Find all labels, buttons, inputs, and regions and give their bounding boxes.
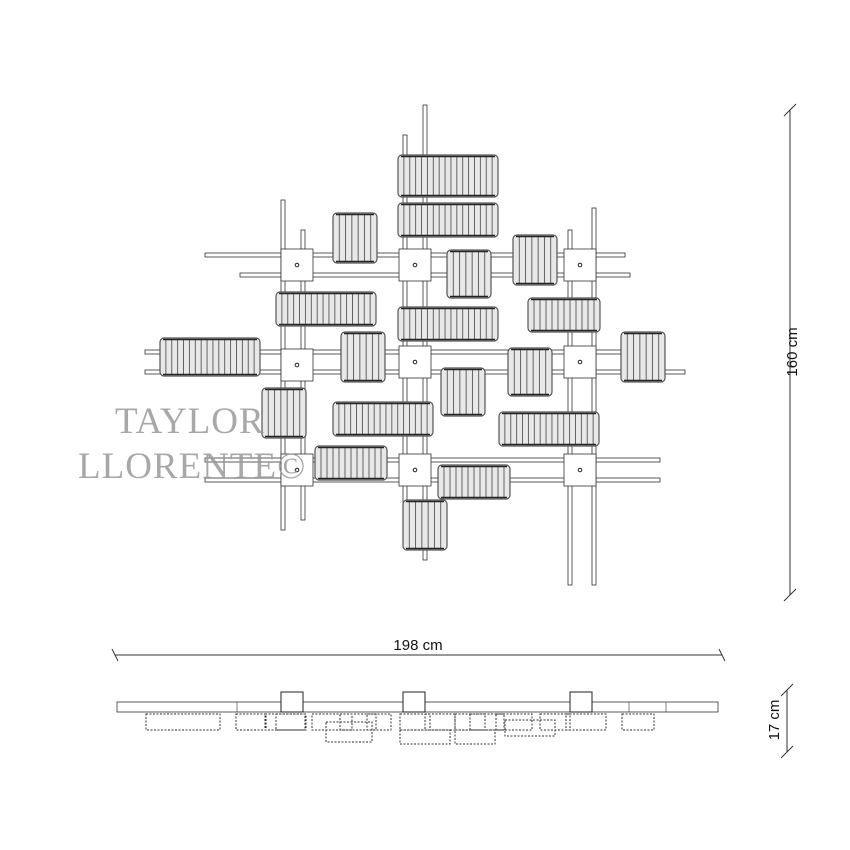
height-dimension-line	[783, 103, 797, 602]
vertical-bar	[567, 229, 573, 586]
hub-boxes	[280, 248, 597, 487]
crystal-module	[440, 367, 486, 417]
crystal-module-side	[539, 713, 571, 731]
watermark-line-1: TAYLOR	[115, 401, 265, 442]
hub-screw-icon	[294, 467, 300, 473]
hub-box	[563, 345, 597, 379]
crystal-module	[314, 445, 388, 481]
crystal-module-side	[469, 713, 505, 731]
horizontal-bar	[204, 477, 661, 483]
height-label: 160 cm	[784, 327, 801, 376]
vertical-bar	[591, 207, 597, 586]
hub-box	[280, 248, 314, 282]
crystal-module	[507, 347, 553, 397]
hub-screw-icon	[412, 262, 418, 268]
hub-box	[398, 345, 432, 379]
hub-screw-icon	[412, 467, 418, 473]
crystal-module-side	[264, 713, 306, 731]
crystal-module-side	[621, 713, 655, 731]
hub-screw-icon	[294, 362, 300, 368]
crystal-module-side	[145, 713, 221, 731]
width-dimension-line	[111, 648, 726, 662]
crystal-module-side	[311, 713, 353, 731]
crystal-module	[397, 306, 499, 342]
hub-side	[402, 691, 426, 713]
hub-box	[280, 453, 314, 487]
hub-screw-icon	[412, 359, 418, 365]
crystal-module-side	[235, 713, 267, 731]
crystal-module	[340, 331, 386, 383]
crystal-module-side	[275, 713, 307, 731]
crystal-module-side	[504, 719, 556, 737]
side-elevation	[116, 691, 719, 745]
hub-side	[569, 691, 593, 713]
crystal-modules	[159, 154, 666, 551]
width-label: 198 cm	[393, 637, 442, 654]
depth-dimension-line	[780, 683, 794, 759]
hub-box	[563, 453, 597, 487]
hub-box	[280, 348, 314, 382]
depth-label: 17 cm	[766, 700, 783, 741]
crystal-module-side	[495, 713, 533, 731]
crystal-module	[397, 202, 499, 238]
hub-box	[563, 248, 597, 282]
crystal-module	[498, 411, 600, 447]
crystal-module-side	[454, 729, 496, 745]
horizontal-bar	[204, 457, 661, 463]
crystal-module	[261, 387, 307, 439]
crystal-module	[332, 212, 378, 264]
hub-screw-icon	[294, 262, 300, 268]
crystal-module	[620, 331, 666, 383]
crystal-module	[332, 401, 434, 437]
hub-screw-icon	[577, 262, 583, 268]
watermark-line-2: LLORENTE©	[78, 446, 307, 487]
hub-box	[398, 248, 432, 282]
crystal-module-side	[366, 713, 392, 731]
crystal-module	[512, 234, 558, 286]
crystal-module-side	[399, 729, 451, 745]
horizontal-bar	[239, 272, 631, 278]
crystal-module	[275, 291, 377, 327]
crystal-module-side	[325, 721, 373, 743]
hub-screw-icon	[577, 359, 583, 365]
crystal-module	[402, 499, 448, 551]
crystal-module	[437, 464, 511, 500]
hub-screw-icon	[577, 467, 583, 473]
crystal-module	[527, 297, 601, 333]
crystal-module	[397, 154, 499, 198]
crystal-module	[446, 249, 492, 299]
crystal-module	[159, 337, 261, 377]
hub-box	[398, 453, 432, 487]
crystal-module-side	[565, 713, 607, 731]
hub-side	[280, 691, 304, 713]
